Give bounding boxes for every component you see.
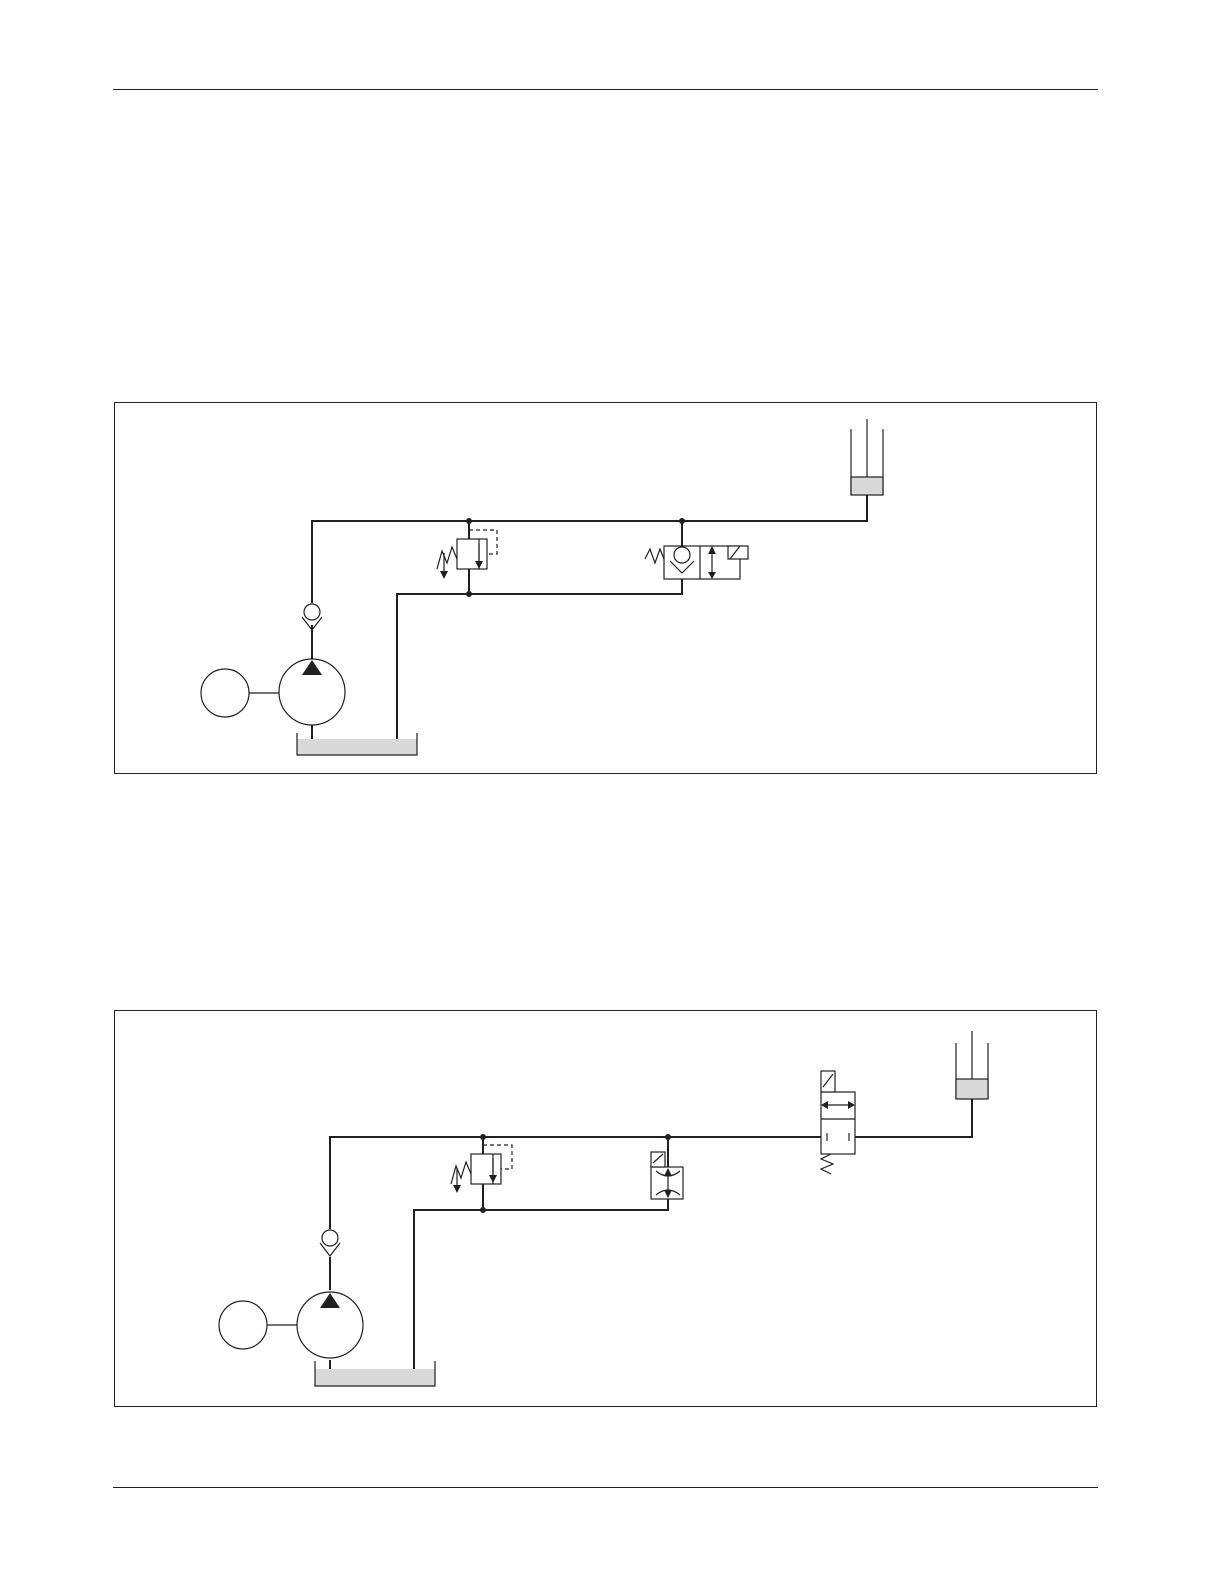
cylinder-symbol [956, 1031, 988, 1099]
relief-valve-symbol [437, 530, 497, 579]
junction-dot [466, 518, 472, 524]
solenoid-check-valve-symbol [645, 546, 748, 579]
hydraulic-diagram-1 [114, 402, 1097, 774]
relief-valve-symbol [451, 1145, 512, 1193]
pump-symbol [279, 659, 345, 725]
motor-symbol [201, 669, 279, 717]
solenoid-directional-valve-symbol [821, 1071, 855, 1174]
hydraulic-schematic-1 [115, 403, 1098, 775]
reservoir-symbol [297, 733, 417, 755]
pump-symbol [297, 1292, 363, 1358]
hydraulic-schematic-2 [115, 1011, 1098, 1408]
junction-dot [480, 1134, 486, 1140]
pressure-line [312, 495, 867, 603]
return-line [397, 577, 682, 739]
junction-dot [480, 1207, 486, 1213]
return-line [414, 1199, 668, 1377]
junction-dot [679, 518, 685, 524]
cylinder-symbol [851, 419, 883, 495]
hydraulic-diagram-2 [114, 1010, 1097, 1407]
junction-dot [466, 591, 472, 597]
junction-dot [665, 1134, 671, 1140]
footer-rule [113, 1487, 1098, 1488]
motor-symbol [219, 1301, 297, 1349]
header-rule [113, 89, 1098, 90]
check-valve-symbol [320, 1230, 340, 1256]
reservoir-symbol [315, 1361, 435, 1386]
